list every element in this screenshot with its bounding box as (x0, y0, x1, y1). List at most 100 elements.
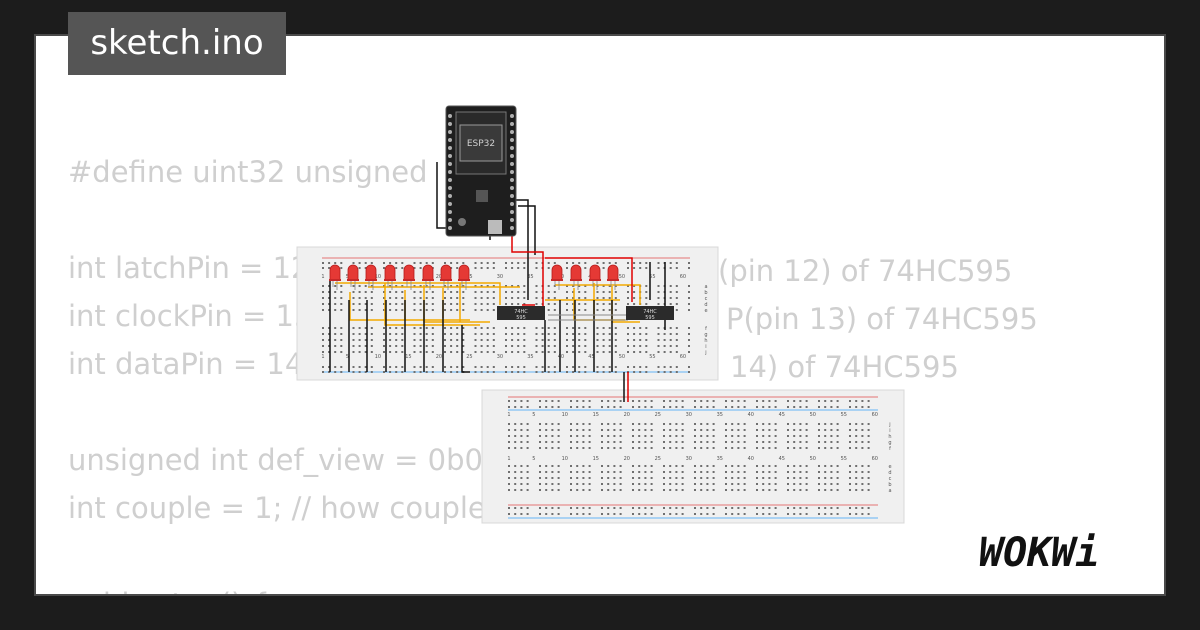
breadboard-hole (601, 465, 603, 467)
breadboard-hole (613, 429, 616, 431)
breadboard-hole (657, 339, 660, 341)
breadboard-hole (340, 366, 343, 368)
breadboard-hole (633, 366, 636, 368)
row-letter: d (704, 302, 707, 308)
breadboard-hole (756, 513, 758, 515)
breadboard-hole (596, 351, 599, 353)
breadboard-hole (645, 262, 648, 264)
breadboard-hole (582, 429, 585, 431)
breadboard-hole (444, 351, 446, 353)
breadboard-hole (787, 435, 789, 437)
breadboard-hole (787, 471, 789, 473)
breadboard-hole (419, 303, 422, 305)
breadboard-hole (638, 489, 641, 491)
led (384, 264, 396, 290)
breadboard-hole (787, 423, 789, 425)
column-number: 55 (649, 354, 655, 360)
breadboard-hole (517, 303, 520, 305)
breadboard-hole (799, 447, 802, 449)
breadboard-hole (793, 489, 796, 491)
breadboard-hole (861, 507, 864, 509)
breadboard-hole (849, 423, 851, 425)
column-number: 35 (717, 456, 723, 462)
breadboard-hole (608, 333, 611, 335)
column-number: 25 (466, 354, 472, 360)
breadboard-hole (768, 483, 771, 485)
column-number: 50 (619, 354, 625, 360)
breadboard-hole (450, 285, 453, 287)
breadboard-hole (584, 291, 587, 293)
breadboard-hole (614, 371, 617, 373)
breadboard-hole (669, 351, 672, 353)
breadboard-hole (419, 366, 422, 368)
breadboard-hole (389, 345, 392, 347)
breadboard-hole (364, 262, 367, 264)
breadboard-hole (607, 471, 610, 473)
breadboard-hole (836, 483, 839, 485)
breadboard-hole (799, 406, 802, 408)
file-tab[interactable]: sketch.ino (68, 12, 286, 75)
breadboard-hole (352, 339, 355, 341)
breadboard-hole (450, 309, 453, 311)
breadboard-hole (694, 423, 696, 425)
breadboard-hole (588, 489, 591, 491)
breadboard-hole (638, 483, 641, 485)
breadboard-hole (731, 435, 734, 437)
breadboard-hole (619, 447, 622, 449)
breadboard-hole (517, 262, 520, 264)
breadboard-hole (539, 465, 541, 467)
breadboard-hole (762, 406, 765, 408)
breadboard-hole (793, 423, 796, 425)
breadboard-hole (675, 345, 678, 347)
breadboard-hole (557, 423, 560, 425)
breadboard-hole (633, 267, 636, 269)
breadboard-hole (508, 489, 510, 491)
breadboard-hole (669, 471, 672, 473)
breadboard-hole (576, 489, 579, 491)
breadboard-hole (553, 291, 556, 293)
breadboard-hole (644, 423, 647, 425)
column-number: 35 (527, 274, 533, 280)
breadboard-hole (638, 513, 641, 515)
column-number: 15 (593, 412, 599, 418)
breadboard-hole (511, 285, 514, 287)
breadboard-hole (401, 345, 404, 347)
breadboard-hole (413, 303, 416, 305)
breadboard-hole (444, 371, 446, 373)
row-letter: f (705, 326, 707, 332)
breadboard-hole (401, 303, 404, 305)
breadboard-hole (657, 267, 660, 269)
breadboard-hole (576, 447, 579, 449)
breadboard-hole (830, 489, 833, 491)
breadboard-hole (768, 447, 771, 449)
breadboard-hole (545, 477, 548, 479)
breadboard-hole (358, 371, 361, 373)
breadboard-hole (352, 291, 355, 293)
breadboard-hole (793, 400, 796, 402)
led (329, 264, 341, 290)
breadboard-hole (334, 297, 337, 299)
breadboard-hole (486, 327, 489, 329)
breadboard-hole (535, 327, 538, 329)
row-letter: b (704, 290, 707, 296)
breadboard-hole (364, 333, 367, 335)
breadboard-hole (370, 262, 373, 264)
breadboard-hole (650, 477, 653, 479)
breadboard-hole (675, 465, 678, 467)
breadboard-hole (364, 351, 367, 353)
breadboard-hole (358, 303, 361, 305)
breadboard-hole (401, 351, 404, 353)
breadboard-hole (675, 285, 678, 287)
breadboard-hole (508, 400, 510, 402)
breadboard-hole (352, 262, 355, 264)
breadboard-hole (608, 291, 611, 293)
breadboard-hole (818, 429, 820, 431)
breadboard-hole (725, 477, 727, 479)
breadboard-hole (395, 371, 398, 373)
breadboard-hole (462, 262, 465, 264)
breadboard-hole (836, 406, 839, 408)
breadboard-hole (486, 303, 489, 305)
breadboard-hole (582, 507, 585, 509)
breadboard-hole (588, 406, 591, 408)
breadboard-hole (520, 406, 523, 408)
